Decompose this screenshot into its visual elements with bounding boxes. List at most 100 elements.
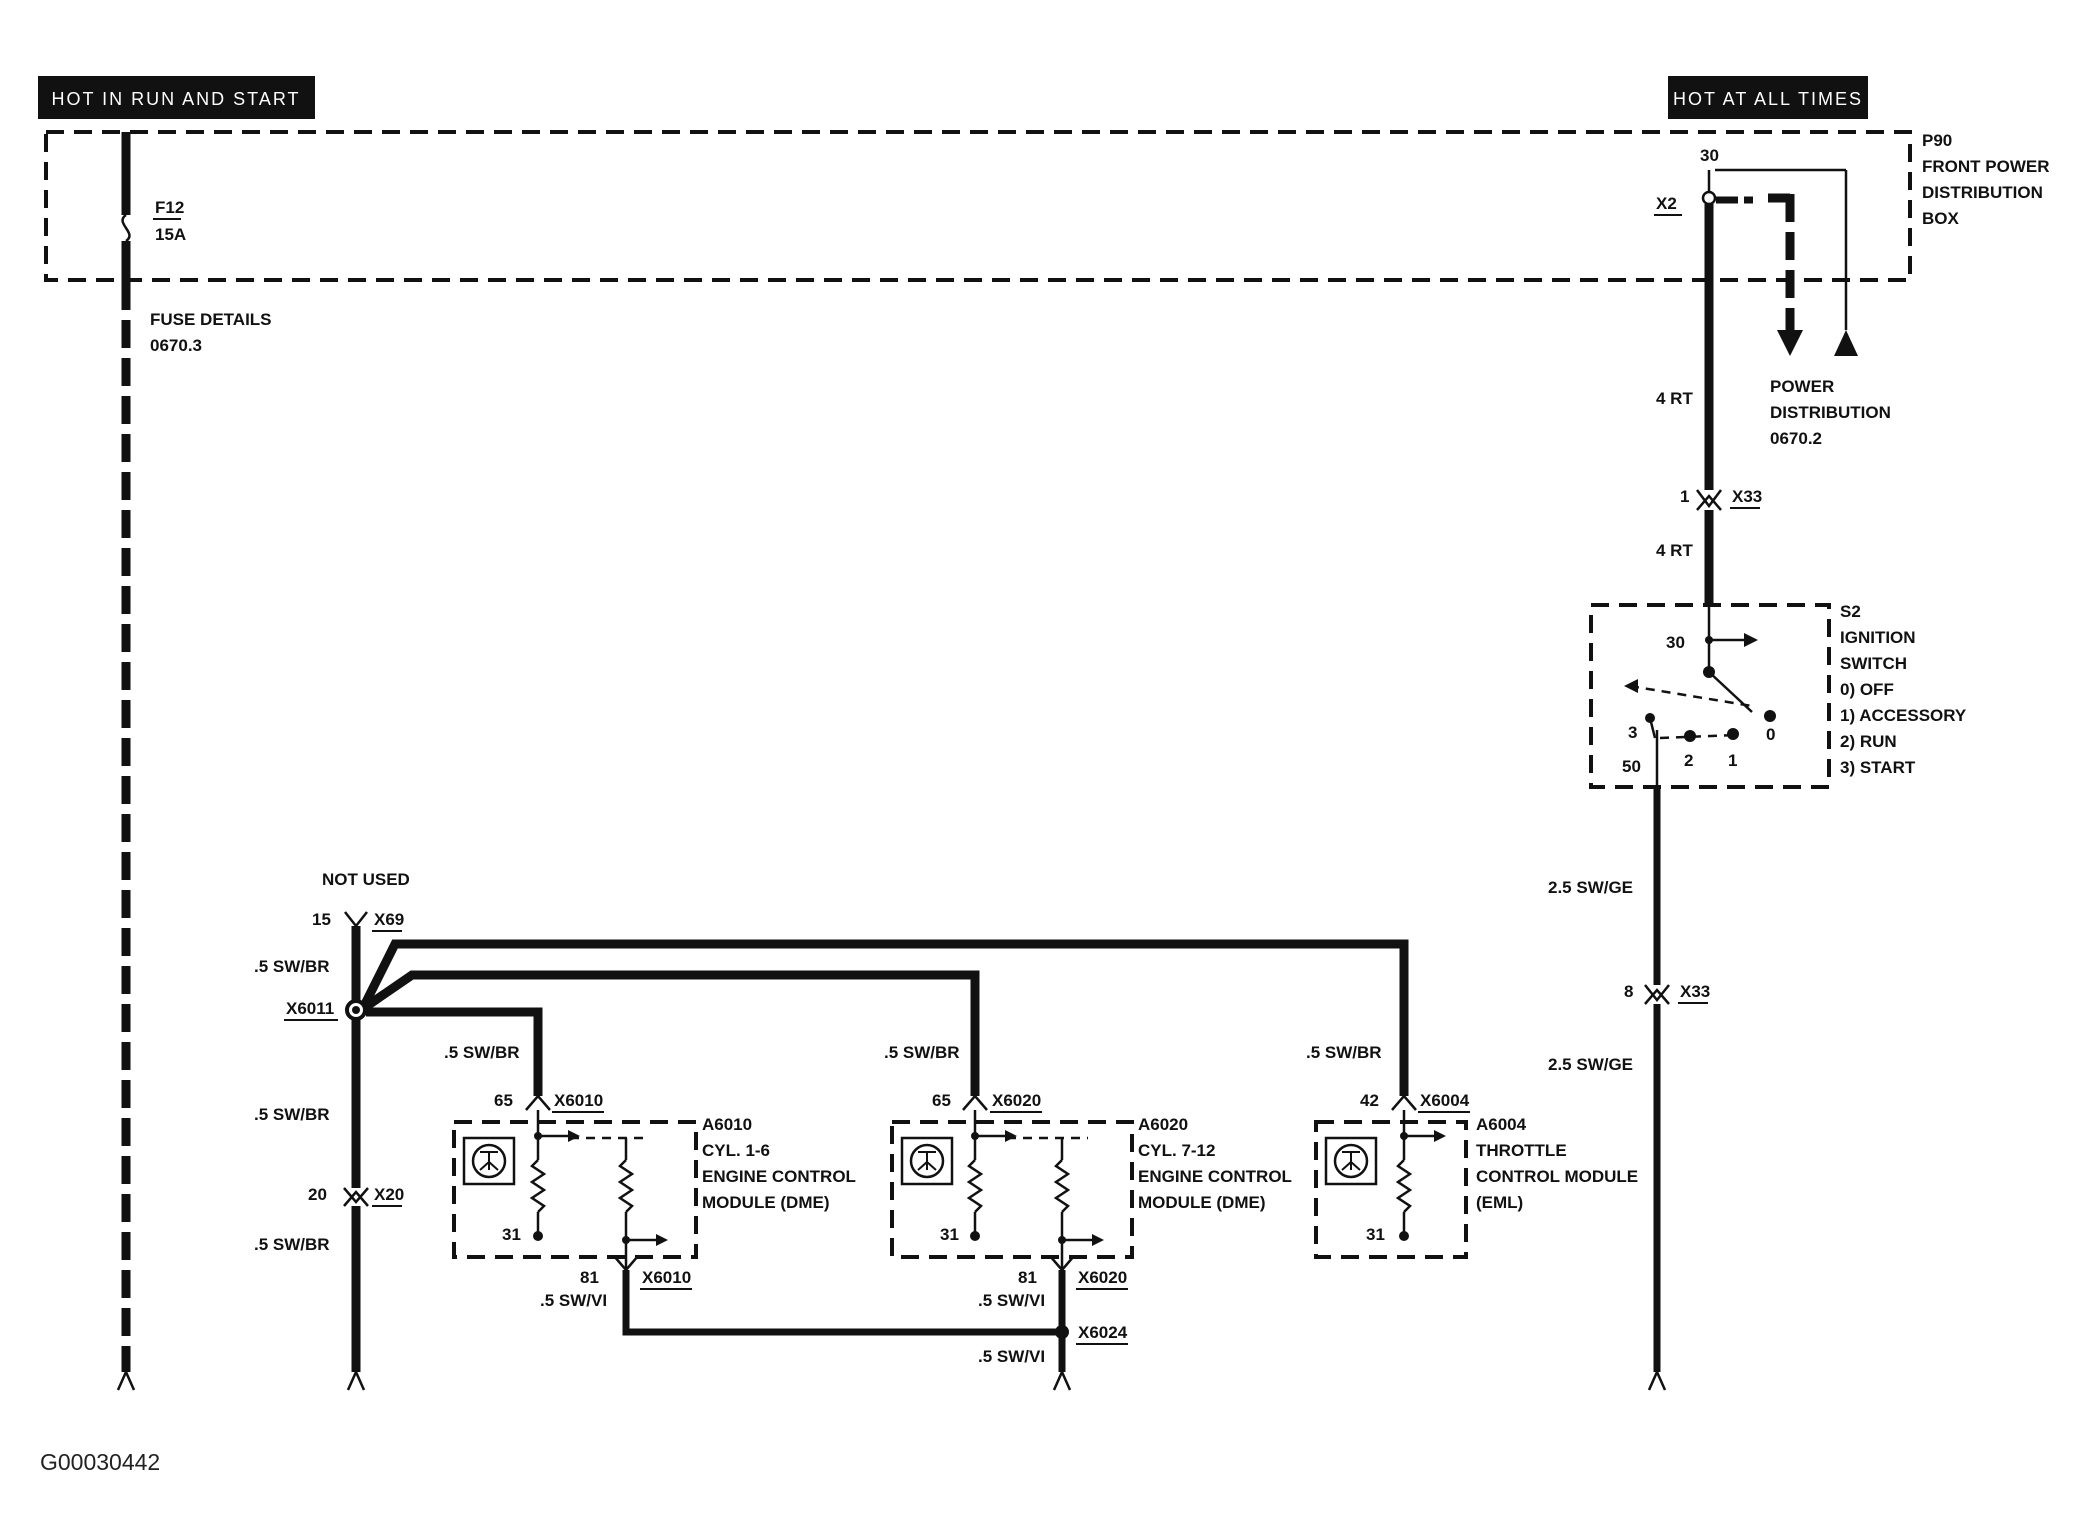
module-a6010-outline: [452, 1120, 698, 1259]
wire-sw-ge-lower-label: 2.5 SW/GE: [1548, 1055, 1633, 1074]
switch-contact-1: 1: [1728, 751, 1737, 770]
switch-contact-0: 0: [1766, 725, 1775, 744]
a6010-line3: MODULE (DME): [702, 1193, 829, 1212]
fuse-rating: 15A: [155, 225, 186, 244]
connector-x33-bottom: 8 X33: [1624, 982, 1710, 1005]
x6020-bottom-pin: 81: [1018, 1268, 1037, 1287]
wire-a6010-vi-label: .5 SW/VI: [540, 1291, 607, 1310]
x6024-id: X6024: [1078, 1323, 1128, 1342]
x33-bottom-pin: 8: [1624, 982, 1633, 1001]
connector-x6020-top: 65 X6020: [932, 1091, 1042, 1113]
a6004-line2: CONTROL MODULE: [1476, 1167, 1638, 1186]
s2-pos-3: 3) START: [1840, 758, 1916, 777]
connector-x6010-bottom: 81 X6010: [580, 1255, 692, 1290]
a6004-line3: (EML): [1476, 1193, 1523, 1212]
p90-name-2: DISTRIBUTION: [1922, 183, 2043, 202]
x20-pin: 20: [308, 1185, 327, 1204]
x20-id: X20: [374, 1185, 404, 1204]
x33-top-id: X33: [1732, 487, 1762, 506]
module-a6004-internals: 31: [1324, 1110, 1446, 1244]
fuse-details-text: FUSE DETAILS: [150, 310, 272, 329]
s2-pos-0: 0) OFF: [1840, 680, 1894, 699]
connector-x33-top: 1 X33: [1680, 487, 1762, 511]
power-distribution-box-outline: [44, 130, 1912, 282]
p90-name-1: FRONT POWER: [1922, 157, 2050, 176]
p90-name-3: BOX: [1922, 209, 1960, 228]
wire-4rt-lower-label: 4 RT: [1656, 541, 1693, 560]
a6020-line2: ENGINE CONTROL: [1138, 1167, 1292, 1186]
wire-a6020-vi-label: .5 SW/VI: [978, 1291, 1045, 1310]
fuse-id: F12: [155, 198, 184, 217]
module-a6004-label: A6004 THROTTLE CONTROL MODULE (EML): [1476, 1115, 1638, 1212]
power-dist-2: DISTRIBUTION: [1770, 403, 1891, 422]
terminal-x2: 30 X2: [1654, 146, 1858, 356]
header-right-text: HOT AT ALL TIMES: [1673, 89, 1863, 109]
wire-x69-label: .5 SW/BR: [254, 957, 330, 976]
connector-x20: 20 X20: [308, 1185, 404, 1207]
fuse-f12: F12 15A: [121, 132, 186, 282]
header-hot-at-all-times: HOT AT ALL TIMES: [1668, 76, 1868, 119]
fuse-details-ref: 0670.3: [150, 336, 202, 355]
ignition-switch-label: S2 IGNITION SWITCH 0) OFF 1) ACCESSORY 2…: [1840, 602, 1967, 777]
x6010-bottom-pin: 81: [580, 1268, 599, 1287]
x69-id: X69: [374, 910, 404, 929]
p90-label: P90 FRONT POWER DISTRIBUTION BOX: [1922, 131, 2050, 228]
a6020-line3: MODULE (DME): [1138, 1193, 1265, 1212]
bottom-wire-continuation: [1052, 1368, 1072, 1391]
s2-pos-1: 1) ACCESSORY: [1840, 706, 1967, 725]
wire-left-low-label: .5 SW/BR: [254, 1235, 330, 1254]
wire-4rt-upper-label: 4 RT: [1656, 389, 1693, 408]
fuse-details-label: FUSE DETAILS 0670.3: [150, 310, 272, 355]
a6010-id: A6010: [702, 1115, 752, 1134]
ignition-switch-internals: 30 3 50 2 1 0: [1622, 605, 1776, 787]
a6010-line1: CYL. 1-6: [702, 1141, 770, 1160]
wire-sw-ge-upper-label: 2.5 SW/GE: [1548, 878, 1633, 897]
x6010-bottom-id: X6010: [642, 1268, 691, 1287]
wire-a6004-label: .5 SW/BR: [1306, 1043, 1382, 1062]
x33-bottom-id: X33: [1680, 982, 1710, 1001]
s2-pos-2: 2) RUN: [1840, 732, 1897, 751]
a6004-ground: 31: [1366, 1225, 1385, 1244]
x69-not-used: NOT USED: [322, 870, 410, 889]
x6004-id: X6004: [1420, 1091, 1470, 1110]
s2-name-2: SWITCH: [1840, 654, 1907, 673]
x6020-top-pin: 65: [932, 1091, 951, 1110]
a6020-ground: 31: [940, 1225, 959, 1244]
wire-bus-a6020: [361, 970, 980, 1096]
wire-bottom-vi-label: .5 SW/VI: [978, 1347, 1045, 1366]
a6020-line1: CYL. 7-12: [1138, 1141, 1215, 1160]
connector-x6004: 42 X6004: [1360, 1091, 1470, 1113]
power-distribution-label: POWER DISTRIBUTION 0670.2: [1770, 377, 1891, 448]
switch-term-50: 50: [1622, 757, 1641, 776]
x6010-top-id: X6010: [554, 1091, 603, 1110]
wire-a6010-label: .5 SW/BR: [444, 1043, 520, 1062]
power-dist-1: POWER: [1770, 377, 1834, 396]
module-a6020-label: A6020 CYL. 7-12 ENGINE CONTROL MODULE (D…: [1138, 1115, 1292, 1212]
wire-a6020-label: .5 SW/BR: [884, 1043, 960, 1062]
module-a6010-label: A6010 CYL. 1-6 ENGINE CONTROL MODULE (DM…: [702, 1115, 856, 1212]
header-left-text: HOT IN RUN AND START: [51, 89, 300, 109]
terminal-30-label: 30: [1700, 146, 1719, 165]
a6004-line1: THROTTLE: [1476, 1141, 1567, 1160]
figure-id: G00030442: [40, 1449, 160, 1475]
p90-id: P90: [1922, 131, 1952, 150]
left-branch-continuation: [346, 1368, 366, 1391]
s2-name-1: IGNITION: [1840, 628, 1916, 647]
module-a6010-internals: 31: [462, 1110, 668, 1270]
right-wire-continuation: [1647, 1368, 1667, 1391]
splice-x6011: X6011: [284, 999, 367, 1021]
wire-bus-a6010: [366, 1007, 543, 1096]
wire-bus-a6004: [359, 939, 1409, 1096]
switch-contact-3: 3: [1628, 723, 1637, 742]
switch-term-30: 30: [1666, 633, 1685, 652]
x6020-top-id: X6020: [992, 1091, 1041, 1110]
a6004-id: A6004: [1476, 1115, 1527, 1134]
splice-x6024: X6024: [1055, 1323, 1128, 1345]
x6010-top-pin: 65: [494, 1091, 513, 1110]
switch-contact-2: 2: [1684, 751, 1693, 770]
connector-x6020-bottom: 81 X6020: [1018, 1255, 1128, 1290]
x69-pin: 15: [312, 910, 331, 929]
a6020-id: A6020: [1138, 1115, 1188, 1134]
module-a6020-internals: 31: [900, 1110, 1104, 1270]
